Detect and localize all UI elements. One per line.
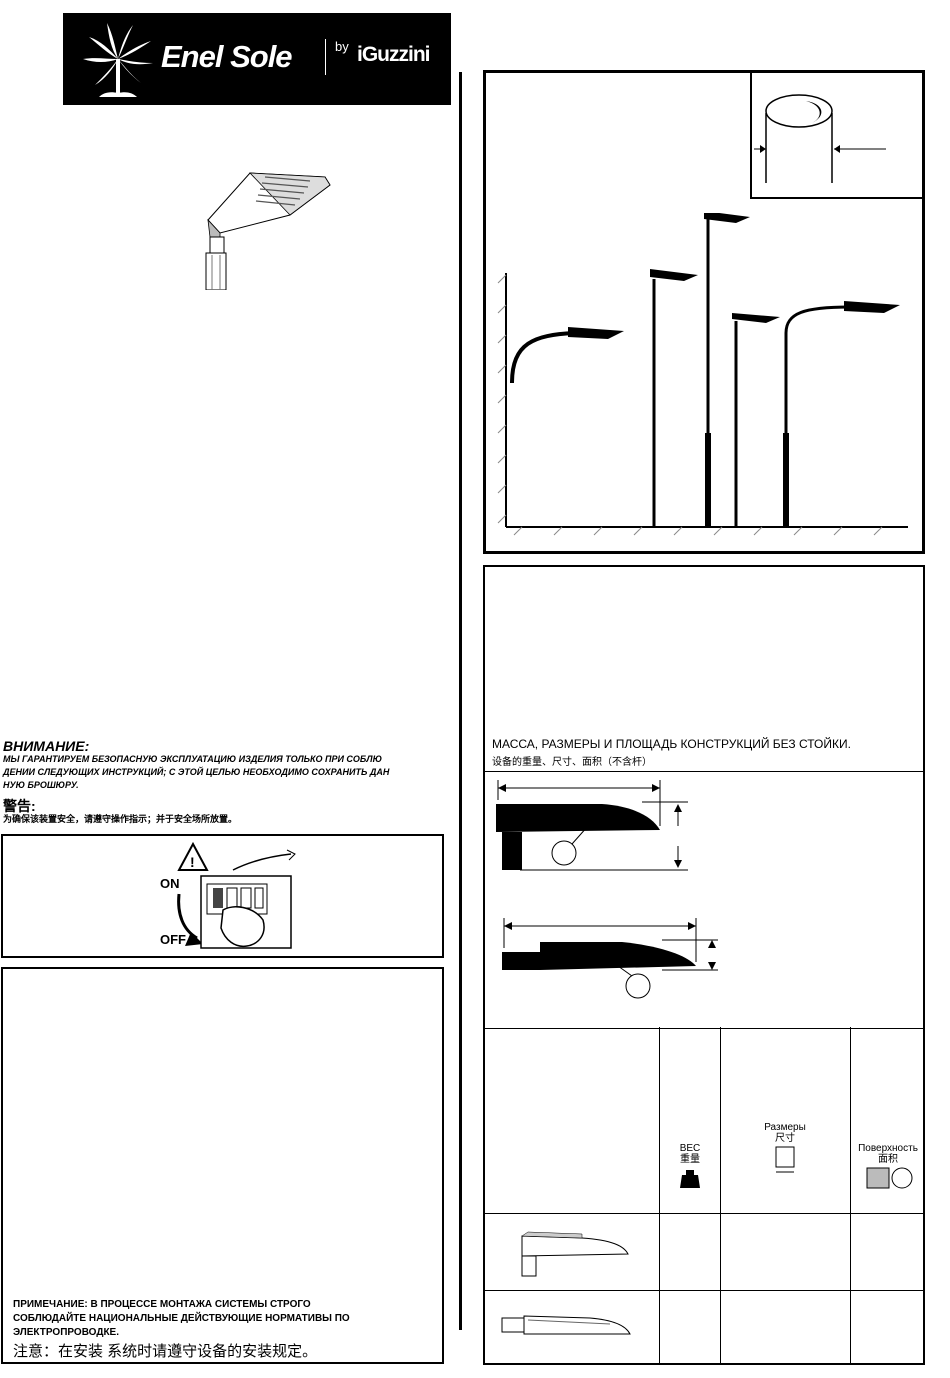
product-row-2-icon [501, 1315, 631, 1335]
table-col-line [720, 1027, 721, 1363]
area-label: Поверхность [858, 1143, 918, 1154]
on-label: ON [160, 876, 180, 891]
brand-header: Enel Sole by iGuzzini [63, 13, 451, 105]
svg-text:!: ! [190, 854, 195, 870]
installation-note-cn: 注意：在安装 系统时请遵守设备的安装规定。 [13, 1343, 318, 1360]
off-label: OFF [160, 932, 186, 947]
size-label-cn: 尺寸 [775, 1133, 795, 1144]
weight-label: ВЕС [679, 1143, 701, 1154]
pole-top-diagram [754, 94, 886, 183]
warning-title-cn: 警告: [3, 798, 36, 814]
warning-body-cn: 为确保该装置安全，请遵守操作指示；并于安全场所放置。 [3, 814, 238, 824]
note-line: ЭЛЕКТРОПРОВОДКЕ. [13, 1327, 119, 1338]
partner-name: iGuzzini [357, 43, 430, 66]
specs-subtitle: 设备的重量、尺寸、面积（不含杆） [492, 757, 652, 768]
warning-line: НУЮ БРОШЮРУ. [3, 780, 79, 790]
area-column-header: Поверхность 面积 [852, 1143, 924, 1165]
warning-title: ВНИМАНИЕ: [3, 738, 90, 754]
sun-flower-logo-icon [83, 23, 153, 97]
mounting-options-panel [483, 70, 925, 554]
specs-title: МАССА, РАЗМЕРЫ И ПЛОЩАДЬ КОНСТРУКЦИЙ БЕЗ… [492, 737, 851, 751]
area-label-cn: 面积 [878, 1154, 898, 1165]
installation-note-ru: ПРИМЕЧАНИЕ: В ПРОЦЕССЕ МОНТАЖА СИСТЕМЫ С… [13, 1298, 433, 1340]
power-off-panel: ON OFF ! [1, 834, 444, 958]
size-column-header: Размеры 尺寸 [735, 1122, 835, 1144]
dimension-drawings [496, 780, 718, 999]
column-divider [459, 72, 462, 1330]
area-icon [866, 1167, 913, 1189]
warning-line: МЫ ГАРАНТИРУЕМ БЕЗОПАСНУЮ ЭКСПЛУАТАЦИЮ И… [3, 754, 382, 764]
pole-diameter-inset [750, 73, 925, 199]
dimensions-icon [775, 1146, 795, 1173]
spec-table-top [485, 1028, 923, 1029]
breaker-switch-illustration: ! [177, 841, 296, 949]
installation-notes-panel: ПРИМЕЧАНИЕ: В ПРОЦЕССЕ МОНТАЖА СИСТЕМЫ С… [1, 967, 444, 1364]
table-col-line [659, 1027, 660, 1363]
note-line: СОБЛЮДАЙТЕ НАЦИОНАЛЬНЫЕ ДЕЙСТВУЮЩИЕ НОРМ… [13, 1313, 350, 1324]
weight-column-header: ВЕС 重量 [670, 1143, 710, 1165]
size-label: Размеры [764, 1122, 806, 1133]
brand-name: Enel Sole [161, 39, 293, 74]
warning-line: ДЕНИИ СЛЕДУЮЩИХ ИНСТРУКЦИЙ; С ЭТОЙ ЦЕЛЬЮ… [3, 767, 390, 777]
warning-body: МЫ ГАРАНТИРУЕМ БЕЗОПАСНУЮ ЭКСПЛУАТАЦИЮ И… [3, 753, 448, 792]
logo-separator [325, 39, 326, 75]
luminaire-illustration [205, 172, 331, 290]
brand-by: by [335, 39, 349, 54]
mounting-configurations-diagram [497, 213, 908, 536]
weight-icon [680, 1170, 700, 1188]
table-row-line [485, 1213, 923, 1214]
product-row-1-icon [521, 1231, 629, 1277]
specifications-panel [483, 565, 925, 1365]
table-row-line [485, 1290, 923, 1291]
note-line: ПРИМЕЧАНИЕ: В ПРОЦЕССЕ МОНТАЖА СИСТЕМЫ С… [13, 1299, 311, 1310]
spec-separator [485, 771, 923, 772]
table-col-line [850, 1027, 851, 1363]
weight-label-cn: 重量 [680, 1154, 700, 1165]
